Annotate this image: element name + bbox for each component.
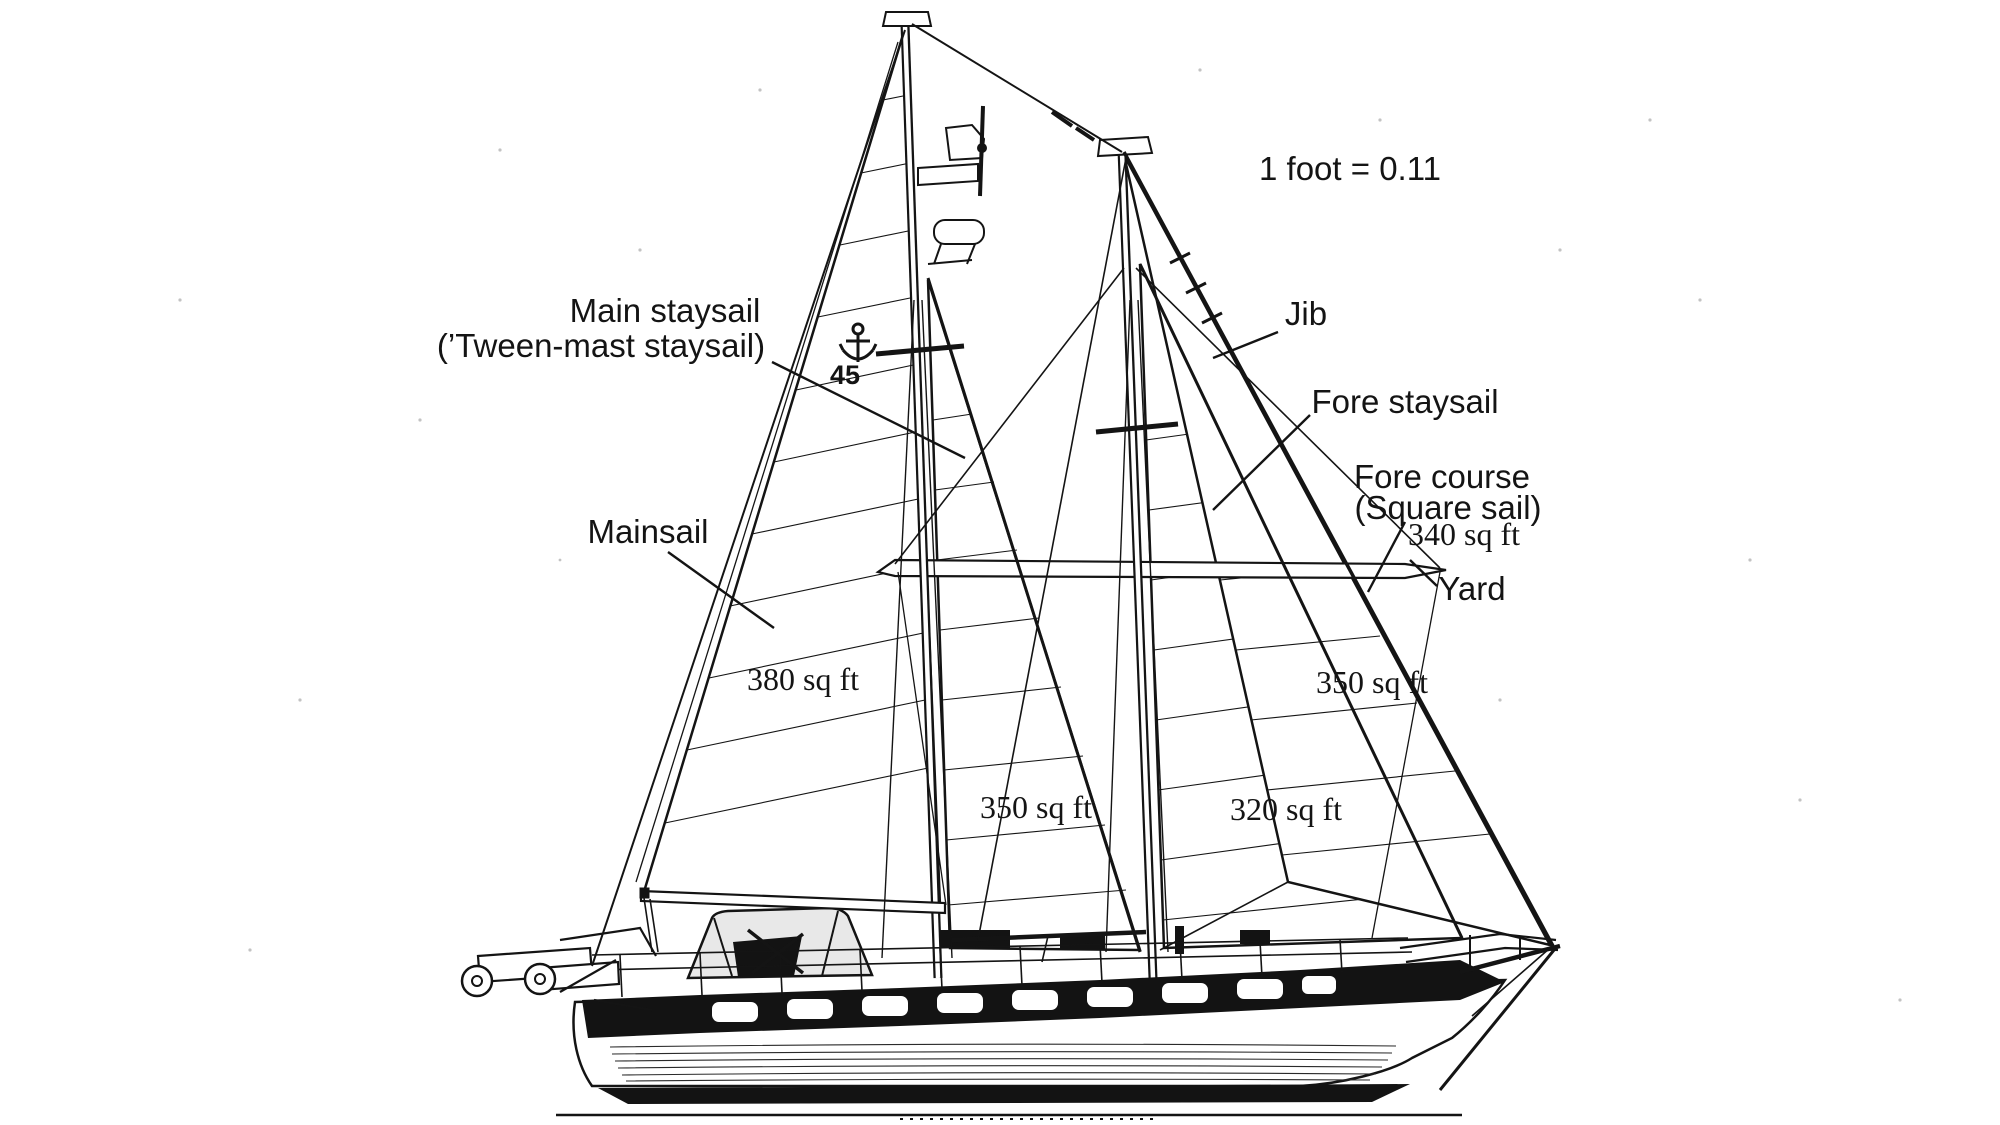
label-jib: Jib bbox=[1285, 295, 1327, 332]
main-staysail-seams bbox=[932, 413, 1127, 906]
area-fore-course: 340 sq ft bbox=[1408, 516, 1520, 552]
jib-luff-stay bbox=[1122, 151, 1555, 947]
radar-dome bbox=[927, 219, 985, 265]
fore-staysail-stay bbox=[1138, 263, 1464, 939]
label-mainsail: Mainsail bbox=[587, 513, 708, 550]
text-labels: 1 foot = 0.11 Main staysail (’Tween-mast… bbox=[437, 150, 1542, 827]
sail-insignia: 45 bbox=[830, 322, 878, 390]
fore-spreader bbox=[1095, 421, 1179, 435]
wind-generator bbox=[917, 105, 987, 197]
main-shroud-aft bbox=[881, 299, 915, 959]
yard-brace-right bbox=[1371, 571, 1441, 939]
anchor-icon bbox=[838, 322, 878, 362]
mainsail-shape bbox=[641, 27, 942, 908]
scan-speckles bbox=[178, 68, 1902, 1002]
staysail-sheet bbox=[1041, 935, 1049, 963]
yard-brace-left bbox=[897, 571, 947, 906]
fore-backstay bbox=[977, 157, 1127, 941]
hull bbox=[556, 960, 1508, 1120]
rigging bbox=[591, 23, 1555, 967]
leader-yard bbox=[1409, 559, 1438, 587]
main-shroud-fwd bbox=[921, 299, 953, 959]
area-mainsail: 380 sq ft bbox=[747, 661, 859, 697]
hull-windows bbox=[712, 976, 1336, 1022]
label-fore-course-line2: (Square sail) bbox=[1354, 489, 1541, 526]
triatic-stay bbox=[911, 23, 1123, 153]
yard-lift-stbd bbox=[1135, 267, 1441, 569]
triatic-flag-marks bbox=[1050, 110, 1096, 142]
leader-jib bbox=[1212, 330, 1279, 360]
label-main-staysail-line2: (’Tween-mast staysail) bbox=[437, 327, 765, 364]
tween-mast-stay bbox=[926, 277, 1142, 953]
scale-note: 1 foot = 0.11 bbox=[1259, 150, 1441, 187]
main-masthead-cap bbox=[881, 11, 933, 27]
label-yard: Yard bbox=[1438, 570, 1505, 607]
fore-shroud-aft bbox=[1105, 299, 1131, 953]
fore-mast bbox=[1095, 135, 1179, 979]
leader-lines bbox=[667, 330, 1438, 629]
whisker-stay bbox=[1471, 947, 1551, 1017]
leader-mainsail bbox=[667, 551, 775, 629]
fore-shroud-fwd bbox=[1137, 299, 1169, 953]
main-mast bbox=[875, 11, 965, 979]
leader-main-staysail bbox=[771, 360, 966, 460]
boot-top-band bbox=[598, 1084, 1410, 1104]
label-main-staysail-line1: Main staysail bbox=[570, 292, 761, 329]
leader-fore-staysail bbox=[1212, 414, 1311, 511]
fore-masthead-cap bbox=[1096, 135, 1154, 158]
label-fore-staysail: Fore staysail bbox=[1311, 383, 1498, 420]
jib-luff-marks bbox=[1169, 251, 1223, 325]
boom-end-block bbox=[639, 887, 650, 899]
yard-lift-port bbox=[894, 267, 1125, 565]
main-boom bbox=[639, 887, 947, 953]
jib-sheet bbox=[1159, 881, 1289, 951]
area-main-staysail: 350 sq ft bbox=[980, 789, 1092, 825]
staysail-boom bbox=[951, 929, 1147, 943]
lifelines bbox=[591, 937, 1413, 998]
yard-spar bbox=[875, 558, 1447, 580]
area-fore-staysail: 320 sq ft bbox=[1230, 791, 1342, 827]
topping-lift bbox=[635, 41, 899, 883]
bobstay bbox=[1438, 949, 1556, 1091]
label-fore-course-line1: Fore course bbox=[1354, 458, 1530, 495]
leader-fore-course bbox=[1366, 521, 1407, 593]
bow-pulpit bbox=[1399, 932, 1561, 1091]
insignia-number: 45 bbox=[830, 360, 860, 390]
area-jib: 350 sq ft bbox=[1316, 664, 1428, 700]
hull-planking bbox=[609, 1043, 1397, 1082]
